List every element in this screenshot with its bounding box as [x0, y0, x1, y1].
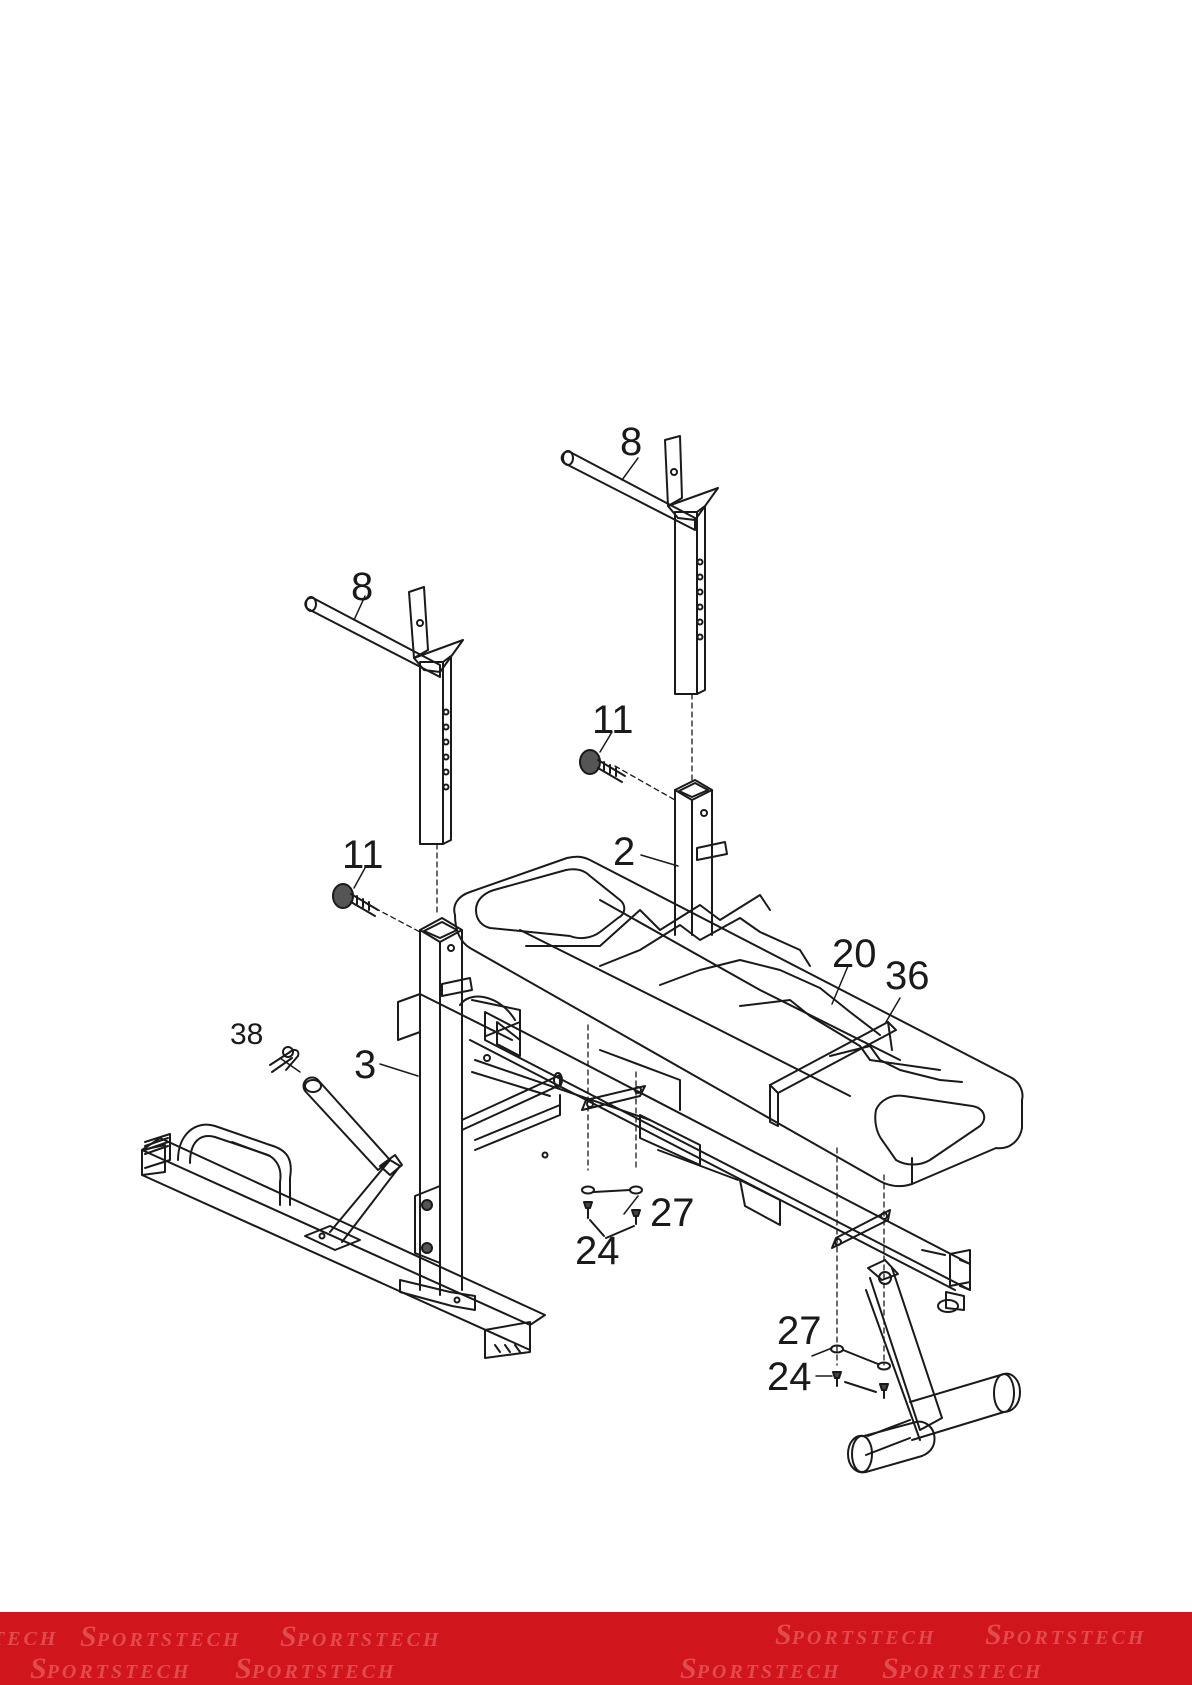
footer-watermark: SPORTSTECH: [30, 1652, 191, 1685]
label-part-24-rear: 24: [767, 1355, 812, 1399]
brand-footer: TECH SPORTSTECH SPORTSTECH SPORTSTECH SP…: [0, 1612, 1192, 1685]
footer-watermark: TECH: [0, 1628, 58, 1651]
bench-frame: [398, 994, 970, 1310]
footer-watermark: SPORTSTECH: [882, 1652, 1043, 1685]
label-part-3: 3: [354, 1043, 376, 1087]
part-2-rear-upright: [675, 780, 727, 935]
label-part-36: 36: [885, 954, 930, 998]
label-part-11-rear: 11: [592, 698, 634, 742]
label-part-2: 2: [613, 830, 635, 874]
rear-leg-assembly: [848, 1250, 1020, 1472]
front-base-rail: [142, 1125, 545, 1358]
footer-watermark: SPORTSTECH: [280, 1620, 441, 1654]
weight-post: [304, 1078, 390, 1170]
part-8-front-catch: [305, 587, 463, 844]
label-part-8-front: 8: [351, 565, 373, 609]
part-3-front-upright: [400, 918, 475, 1310]
label-part-24-front: 24: [575, 1229, 620, 1273]
label-part-20: 20: [832, 932, 877, 976]
label-part-27-rear: 27: [777, 1309, 822, 1353]
part-27-washers-front: [582, 1187, 642, 1194]
footer-watermark: SPORTSTECH: [80, 1620, 241, 1654]
footer-watermark: SPORTSTECH: [985, 1618, 1146, 1652]
cross-brace: [462, 1073, 562, 1130]
part-20-bench-pad: [454, 857, 1022, 1186]
footer-watermark: SPORTSTECH: [680, 1652, 841, 1685]
label-part-27-front: 27: [650, 1191, 695, 1235]
label-part-38: 38: [230, 1018, 263, 1051]
label-part-11-front: 11: [342, 833, 384, 877]
alignment-lines: [367, 694, 884, 1365]
part-24-bolts-rear: [833, 1372, 888, 1398]
part-11-front-knob: [333, 884, 378, 916]
part-8-rear-catch: [562, 436, 718, 694]
part-11-rear-knob: [580, 750, 625, 782]
assembly-diagram: 8 8 11 11 2 20 36 38 3 27 24 27 24: [0, 0, 1192, 1612]
footer-watermark: SPORTSTECH: [235, 1652, 396, 1685]
part-27-washers-rear: [831, 1346, 890, 1370]
footer-watermark: SPORTSTECH: [775, 1618, 936, 1652]
label-part-8-rear: 8: [620, 420, 642, 464]
part-36-strap: [770, 1022, 896, 1126]
